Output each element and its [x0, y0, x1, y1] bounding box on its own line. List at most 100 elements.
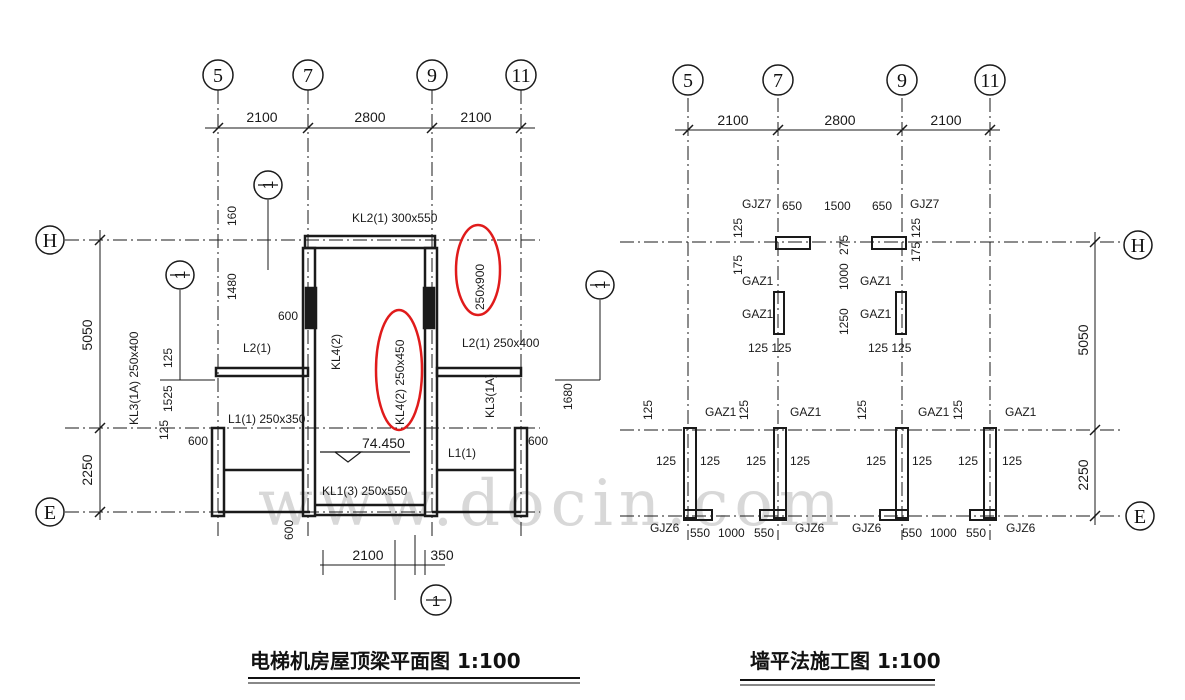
r-dim-275: 275 [837, 235, 851, 255]
dim-bottom-2100: 2100 [352, 547, 383, 563]
r-dim-175-a: 175 [731, 255, 745, 275]
dim-650-b: 650 [872, 199, 892, 213]
dim-600-a: 600 [278, 309, 298, 323]
axis-11-label: 11 [511, 65, 530, 87]
b550-a: 550 [690, 526, 710, 540]
label-kl3-right: KL3(1A) [483, 374, 497, 418]
dim-2100-a: 2100 [246, 109, 277, 125]
left-axis-bubbles-side: H E [35, 225, 65, 527]
r125-1: 125 [656, 454, 676, 468]
r-dim-1000: 1000 [837, 263, 851, 290]
title-left: 电梯机房屋顶梁平面图 1:100 [250, 649, 521, 673]
label-250x900: 250x900 [473, 264, 487, 310]
dim-bottom-350: 350 [430, 547, 454, 563]
left-side-dims: 5050 2250 [79, 319, 95, 485]
label-gaz1-b: GAZ1 [742, 307, 774, 321]
dim-1680: 1680 [561, 383, 575, 410]
left-axis-bubbles-top: 5 7 9 11 [202, 59, 537, 91]
label-l1-right: L1(1) [448, 446, 476, 460]
dim-5050: 5050 [79, 319, 95, 350]
right-wall-labels: GJZ7 GJZ7 650 1500 650 125 175 275 1000 … [641, 197, 1037, 540]
r-dim-2100-b: 2100 [930, 112, 961, 128]
label-gjz7-right: GJZ7 [910, 197, 940, 211]
section-mark-1d: 1 [432, 593, 440, 610]
axis-h-label: H [43, 230, 57, 252]
dim-125-125-left: 125 125 [748, 341, 792, 355]
left-top-dims: 2100 2800 2100 [246, 109, 491, 125]
r125-4: 125 [790, 454, 810, 468]
left-beam-labels: KL2(1) 300x550 KL4(2) L2(1) L2(1) 250x40… [127, 206, 575, 540]
right-axis-bubbles-top: 5 7 9 11 [672, 64, 1006, 96]
r-dim-175-b: 175 [909, 242, 923, 262]
dim-1480: 1480 [225, 273, 239, 300]
r-dim-125-a: 125 [731, 218, 745, 238]
b550-d: 550 [966, 526, 986, 540]
r-dim-2100-a: 2100 [717, 112, 748, 128]
r-dim-1250: 1250 [837, 308, 851, 335]
r-dim-2250: 2250 [1075, 459, 1091, 490]
r125-8: 125 [1002, 454, 1022, 468]
left-plan [65, 90, 601, 600]
label-kl2: KL2(1) 300x550 [352, 211, 438, 225]
dim-2800-a: 2800 [354, 109, 385, 125]
drawing-titles: 电梯机房屋顶梁平面图 1:100 墙平法施工图 1:100 [248, 649, 941, 686]
r-axis-7-label: 7 [773, 70, 783, 92]
dim-125-a: 125 [161, 348, 175, 368]
r-dim-5050: 5050 [1075, 324, 1091, 355]
label-gjz7-left: GJZ7 [742, 197, 772, 211]
label-gjz6-4: GJZ6 [1006, 521, 1036, 535]
b1000-b: 1000 [930, 526, 957, 540]
r-axis-e-label: E [1134, 506, 1146, 528]
label-l1-left: L1(1) 250x350 [228, 412, 306, 426]
r-dim-2800: 2800 [824, 112, 855, 128]
dim-2250: 2250 [79, 454, 95, 485]
r-dim-125-f: 125 [951, 400, 965, 420]
dim-600-b: 600 [188, 434, 208, 448]
dim-650-a: 650 [782, 199, 802, 213]
r-dim-125-e: 125 [855, 400, 869, 420]
r125-5: 125 [866, 454, 886, 468]
dim-1525: 1525 [161, 385, 175, 412]
dim-600-c: 600 [282, 520, 296, 540]
r-dim-125-b: 125 [909, 218, 923, 238]
r125-2: 125 [700, 454, 720, 468]
r-dim-125-c: 125 [641, 400, 655, 420]
right-side-dims: 5050 2250 [1075, 324, 1091, 490]
dim-1500: 1500 [824, 199, 851, 213]
axis-5-label: 5 [213, 65, 223, 87]
label-gaz1-a: GAZ1 [742, 274, 774, 288]
label-kl1: KL1(3) 250x550 [322, 484, 408, 498]
label-gaz1-h: GAZ1 [1005, 405, 1037, 419]
label-gaz1-e: GAZ1 [705, 405, 737, 419]
left-bottom-dims: 2100 350 [352, 547, 453, 563]
label-kl4: KL4(2) [329, 334, 343, 370]
right-axis-bubbles-side: H E [1123, 230, 1155, 531]
r125-3: 125 [746, 454, 766, 468]
r-axis-9-label: 9 [897, 70, 907, 92]
highlight-250x900 [454, 223, 502, 317]
highlight-kl4-250x450 [374, 308, 424, 432]
section-marks: 1 1 1 1 [165, 170, 615, 616]
label-gjz6-3: GJZ6 [852, 521, 882, 535]
title-right: 墙平法施工图 1:100 [750, 649, 941, 673]
label-l2-left: L2(1) [243, 341, 271, 355]
b1000-a: 1000 [718, 526, 745, 540]
right-top-dims: 2100 2800 2100 [717, 112, 961, 128]
label-kl3-left: KL3(1A) 250x400 [127, 331, 141, 425]
r125-7: 125 [958, 454, 978, 468]
b550-c: 550 [902, 526, 922, 540]
dim-2100-b: 2100 [460, 109, 491, 125]
label-gjz6-1: GJZ6 [650, 521, 680, 535]
label-gaz1-f: GAZ1 [790, 405, 822, 419]
dim-600-d: 600 [528, 434, 548, 448]
right-plan [620, 98, 1120, 540]
dim-125-125-right: 125 125 [868, 341, 912, 355]
label-l2-right: L2(1) 250x400 [462, 336, 540, 350]
level-elevation: 74.450 [362, 435, 405, 451]
r-axis-5-label: 5 [683, 70, 693, 92]
r-axis-h-label: H [1131, 235, 1145, 257]
label-gaz1-d: GAZ1 [860, 307, 892, 321]
r-axis-11-label: 11 [980, 70, 999, 92]
dim-160: 160 [225, 206, 239, 226]
